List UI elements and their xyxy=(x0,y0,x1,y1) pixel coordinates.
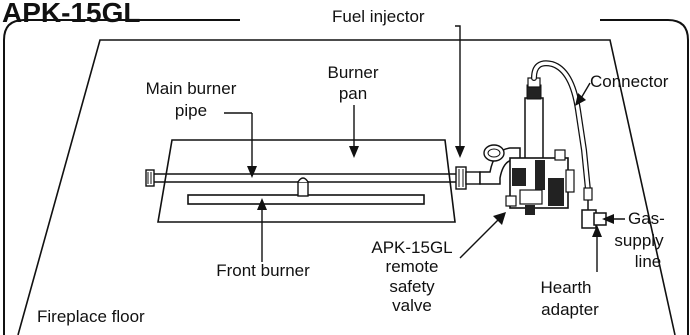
label-main-burner-pipe-line1: Main burner xyxy=(146,79,237,98)
leader-lines xyxy=(224,25,625,272)
remote-safety-valve xyxy=(479,77,575,215)
label-front-burner: Front burner xyxy=(216,261,310,280)
label-fuel-injector: Fuel injector xyxy=(332,7,425,26)
hearth-adapter xyxy=(581,187,607,229)
fireplace-floor-outline xyxy=(17,39,676,335)
label-remote-valve-line4: valve xyxy=(392,296,432,315)
label-burner-pan-line2: pan xyxy=(339,84,367,103)
leader-arrowheads xyxy=(247,93,614,237)
label-burner-pan-line1: Burner xyxy=(327,63,378,82)
label-gas-supply-line2: supply xyxy=(614,231,664,250)
label-hearth-adapter-line2: adapter xyxy=(541,300,599,319)
label-hearth-adapter-line1: Hearth xyxy=(540,278,591,297)
label-main-burner-pipe-line2: pipe xyxy=(175,101,207,120)
main-burner-pipe xyxy=(145,169,458,197)
fuel-injector xyxy=(455,166,481,190)
outer-frame xyxy=(3,19,689,335)
label-remote-valve-line2: remote xyxy=(386,257,439,276)
label-fireplace-floor: Fireplace floor xyxy=(37,307,145,326)
label-gas-supply-line1: Gas- xyxy=(628,209,665,228)
label-gas-supply-line3: line xyxy=(635,252,661,271)
diagram-title: APK-15GL xyxy=(2,0,140,28)
label-remote-valve-line3: safety xyxy=(389,277,435,296)
label-remote-valve-line1: APK-15GL xyxy=(371,238,452,257)
label-connector: Connector xyxy=(590,72,669,91)
